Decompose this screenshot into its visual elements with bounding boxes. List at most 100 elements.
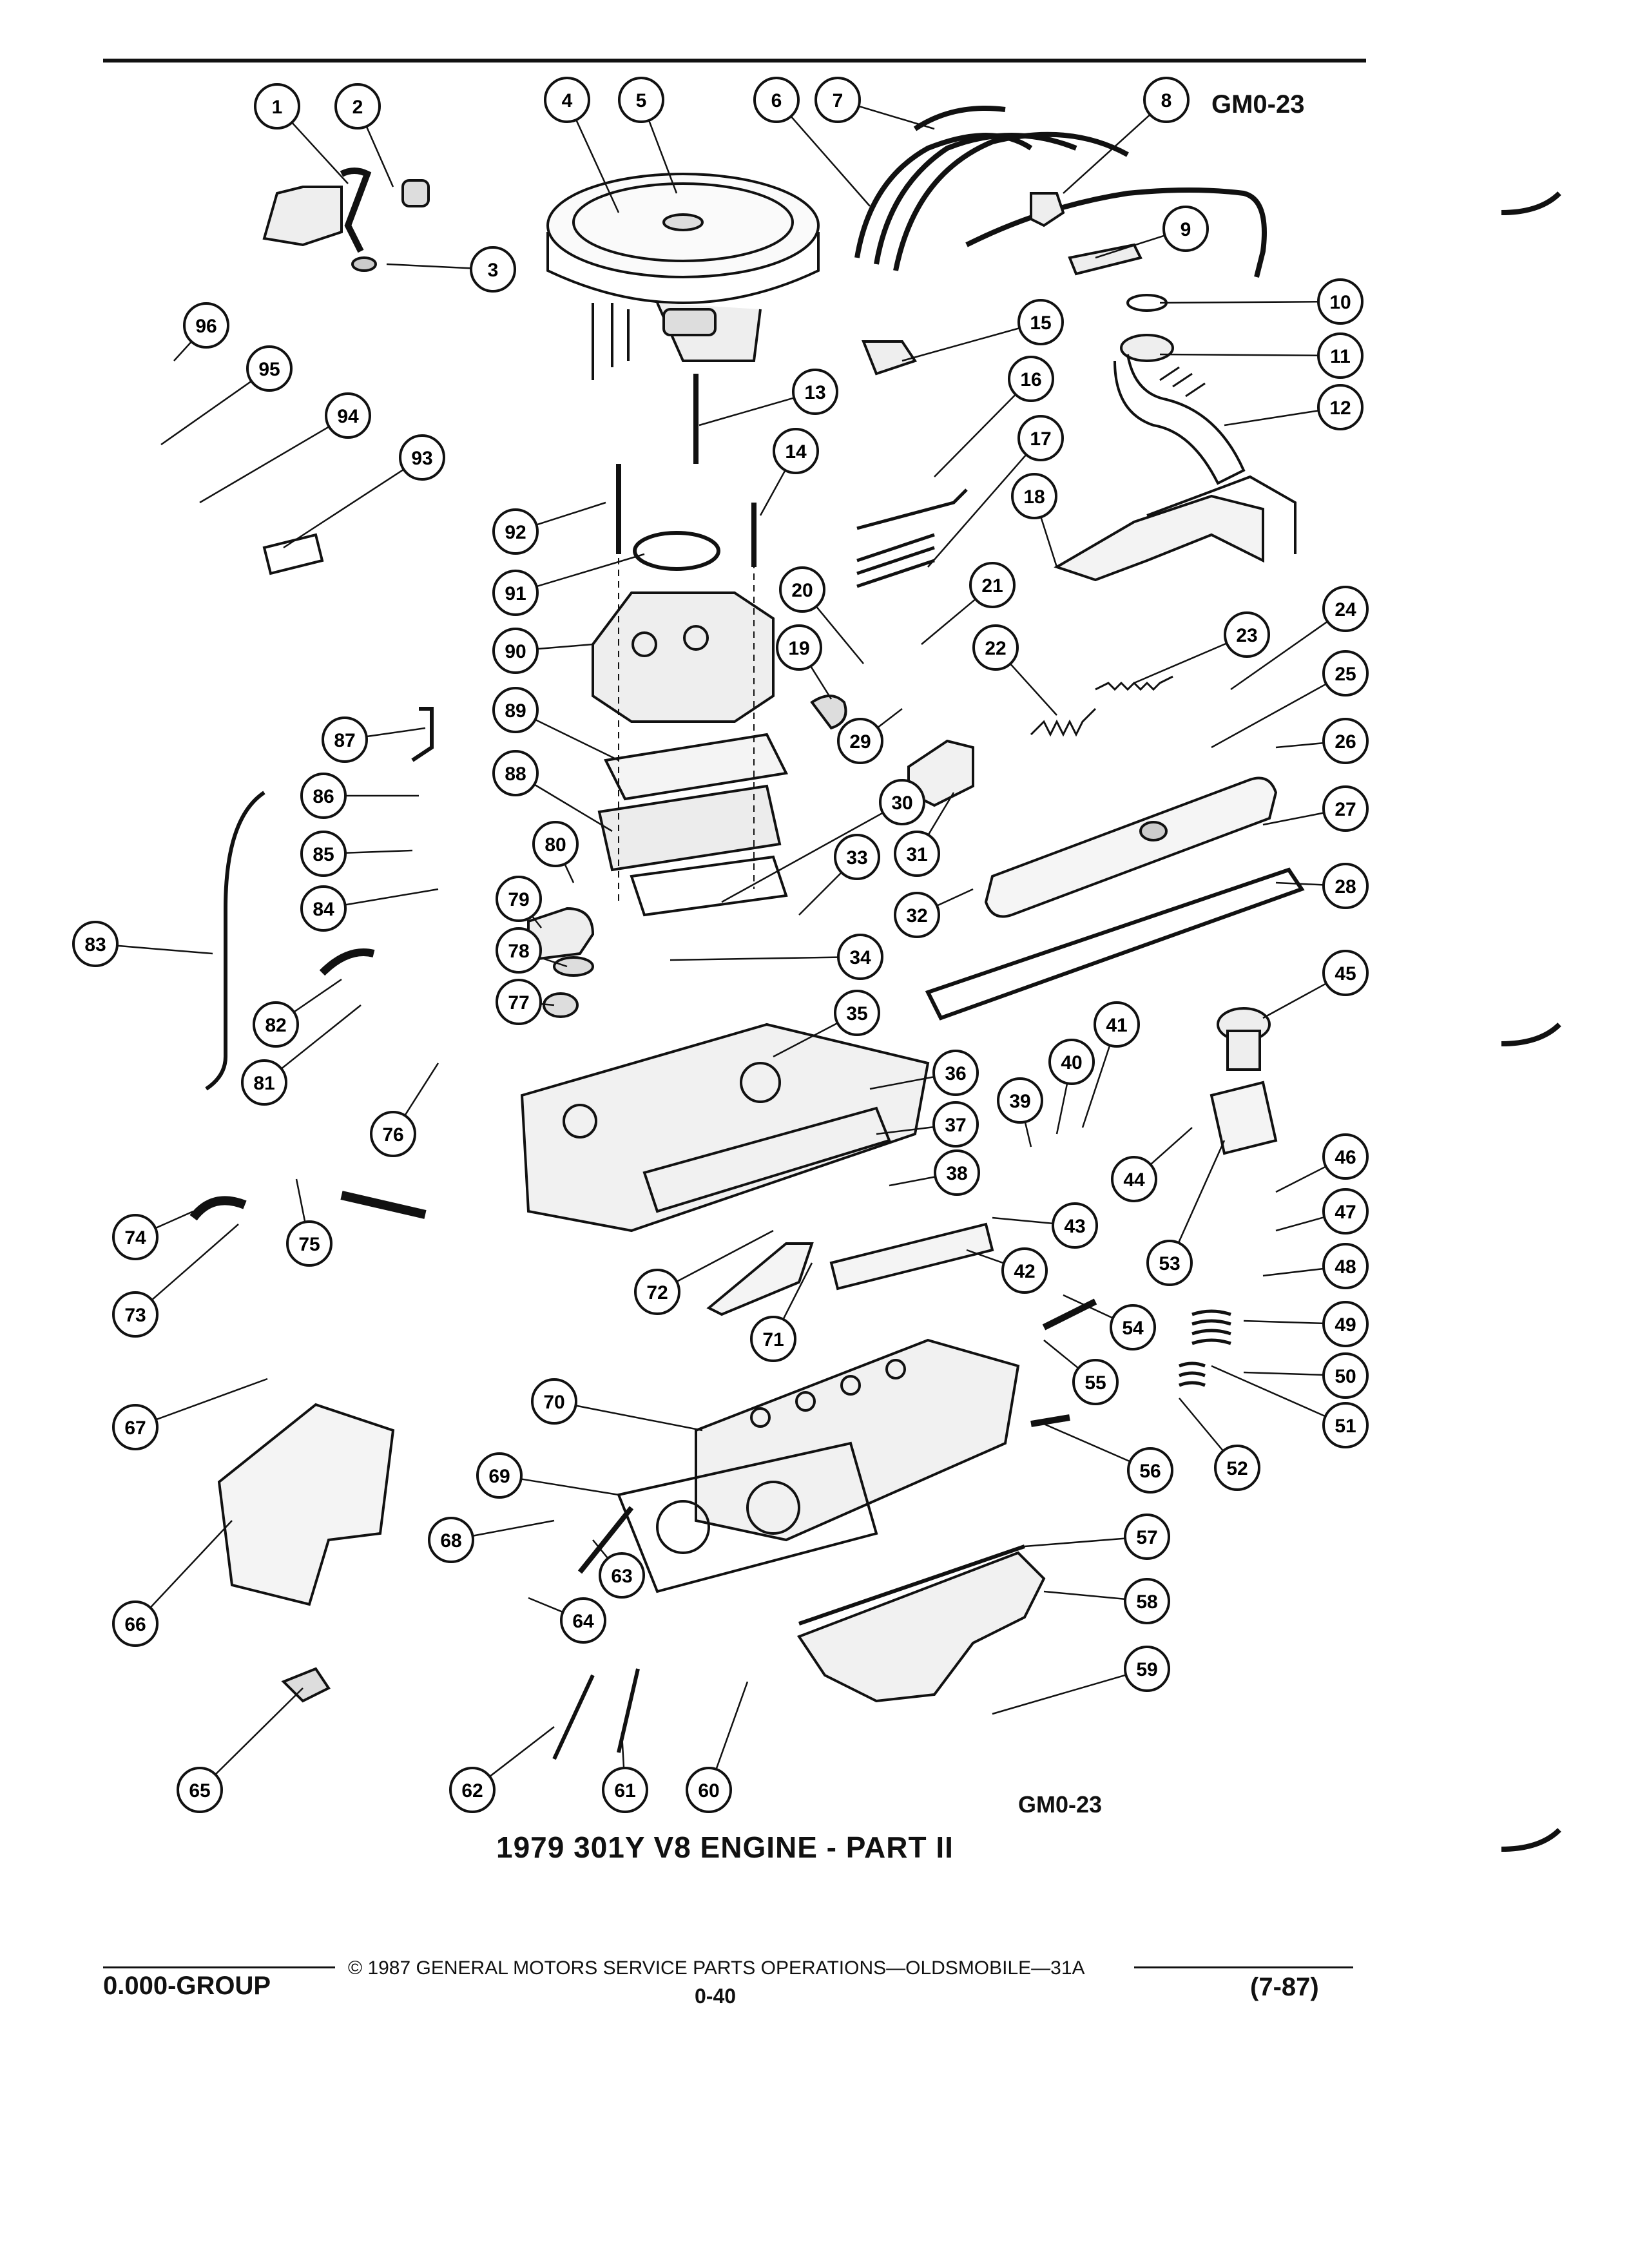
callout-number: 11 [1330, 346, 1351, 367]
callout-circle [253, 1001, 299, 1048]
callout-77: 77 [496, 979, 542, 1025]
callout-circle [112, 1600, 159, 1647]
callout-circle [177, 1767, 223, 1813]
leader-line-96 [173, 341, 193, 361]
callout-number: 27 [1335, 799, 1356, 820]
callout-number: 18 [1023, 486, 1045, 508]
callout-80: 80 [532, 821, 579, 867]
callout-number: 5 [636, 90, 647, 111]
callout-66: 66 [112, 1600, 159, 1647]
callout-circle [837, 934, 883, 980]
leader-line-1 [291, 122, 349, 184]
callout-circle [1072, 1359, 1119, 1405]
leader-line-40 [1055, 1083, 1068, 1135]
diagram-title: 1979 301Y V8 ENGINE - PART II [496, 1831, 954, 1864]
callout-number: 95 [258, 359, 280, 380]
leader-line-27 [1262, 812, 1324, 826]
callout-50: 50 [1322, 1352, 1369, 1399]
callout-number: 84 [313, 899, 334, 920]
leader-line-55 [1043, 1340, 1079, 1369]
callout-circle [1011, 473, 1057, 519]
callout-number: 16 [1020, 369, 1041, 390]
callout-4: 4 [544, 77, 590, 123]
leader-line-76 [404, 1062, 439, 1116]
revision-date: (7-87) [1250, 1973, 1319, 2001]
leader-line-71 [782, 1262, 813, 1320]
callout-circle [1110, 1304, 1156, 1350]
callout-number: 15 [1030, 312, 1051, 334]
callout-85: 85 [300, 831, 347, 877]
leader-line-46 [1275, 1166, 1327, 1193]
leader-line-94 [199, 426, 330, 504]
callout-33: 33 [834, 834, 880, 880]
callout-44: 44 [1111, 1156, 1157, 1202]
callout-86: 86 [300, 773, 347, 819]
leader-line-56 [1043, 1423, 1131, 1463]
vacuum-hoses-drawing [854, 106, 1267, 278]
callout-circle [834, 834, 880, 880]
callout-number: 1 [272, 97, 283, 118]
callout-32: 32 [894, 892, 940, 938]
callout-circle [254, 83, 300, 130]
callout-number: 59 [1136, 1659, 1157, 1680]
drawing-code-bottom: GM0-23 [1018, 1791, 1103, 1818]
leader-line-16 [934, 394, 1017, 477]
callout-number: 93 [411, 448, 432, 469]
callout-73: 73 [112, 1291, 159, 1338]
callout-number: 33 [846, 847, 867, 869]
spring-drawing [1179, 1361, 1206, 1387]
leader-line-83 [117, 945, 213, 955]
leader-line-72 [676, 1229, 774, 1283]
callout-88: 88 [492, 750, 539, 796]
callout-circle [1322, 1188, 1369, 1235]
callout-number: 50 [1335, 1366, 1356, 1387]
callout-circle [686, 1767, 732, 1813]
leader-line-11 [1159, 353, 1319, 357]
leader-line-59 [992, 1674, 1126, 1715]
callout-82: 82 [253, 1001, 299, 1048]
bracket-drawing [829, 1222, 994, 1291]
leader-line-38 [889, 1176, 936, 1187]
callout-number: 21 [981, 575, 1003, 597]
callout-36: 36 [932, 1050, 979, 1096]
leader-line-58 [1043, 1590, 1126, 1600]
leader-line-22 [1009, 663, 1057, 716]
leader-line-20 [815, 606, 864, 664]
callout-9: 9 [1162, 206, 1209, 252]
callout-circle [476, 1452, 523, 1499]
callout-78: 78 [496, 927, 542, 974]
callout-number: 79 [508, 889, 529, 910]
callout-circle [496, 876, 542, 922]
callout-6: 6 [753, 77, 800, 123]
intake-manifold-drawing [520, 1023, 930, 1233]
callout-number: 38 [946, 1163, 967, 1184]
callout-2: 2 [334, 83, 381, 130]
cylinder-head-drawing [617, 1338, 1020, 1593]
leader-line-89 [535, 718, 619, 762]
callout-number: 77 [508, 992, 529, 1014]
callout-circle [112, 1291, 159, 1338]
callout-number: 43 [1064, 1216, 1085, 1237]
callout-49: 49 [1322, 1301, 1369, 1347]
callout-21: 21 [969, 562, 1016, 608]
callout-number: 66 [124, 1614, 146, 1635]
callout-92: 92 [492, 508, 539, 555]
callout-number: 9 [1181, 219, 1191, 240]
leader-line-70 [575, 1405, 703, 1432]
leader-line-81 [280, 1004, 361, 1070]
callout-10: 10 [1317, 278, 1364, 325]
leader-line-92 [535, 501, 606, 526]
leader-line-75 [295, 1178, 306, 1222]
leader-line-8 [1063, 113, 1151, 194]
callout-56: 56 [1127, 1447, 1173, 1494]
callout-41: 41 [1094, 1001, 1140, 1048]
callout-72: 72 [634, 1269, 680, 1315]
leader-line-47 [1275, 1216, 1325, 1232]
leader-line-67 [155, 1378, 268, 1421]
leader-line-34 [670, 956, 839, 961]
callout-circle [532, 821, 579, 867]
callout-19: 19 [776, 624, 822, 671]
callout-3: 3 [470, 246, 516, 293]
callout-circle [246, 345, 293, 392]
callout-65: 65 [177, 1767, 223, 1813]
